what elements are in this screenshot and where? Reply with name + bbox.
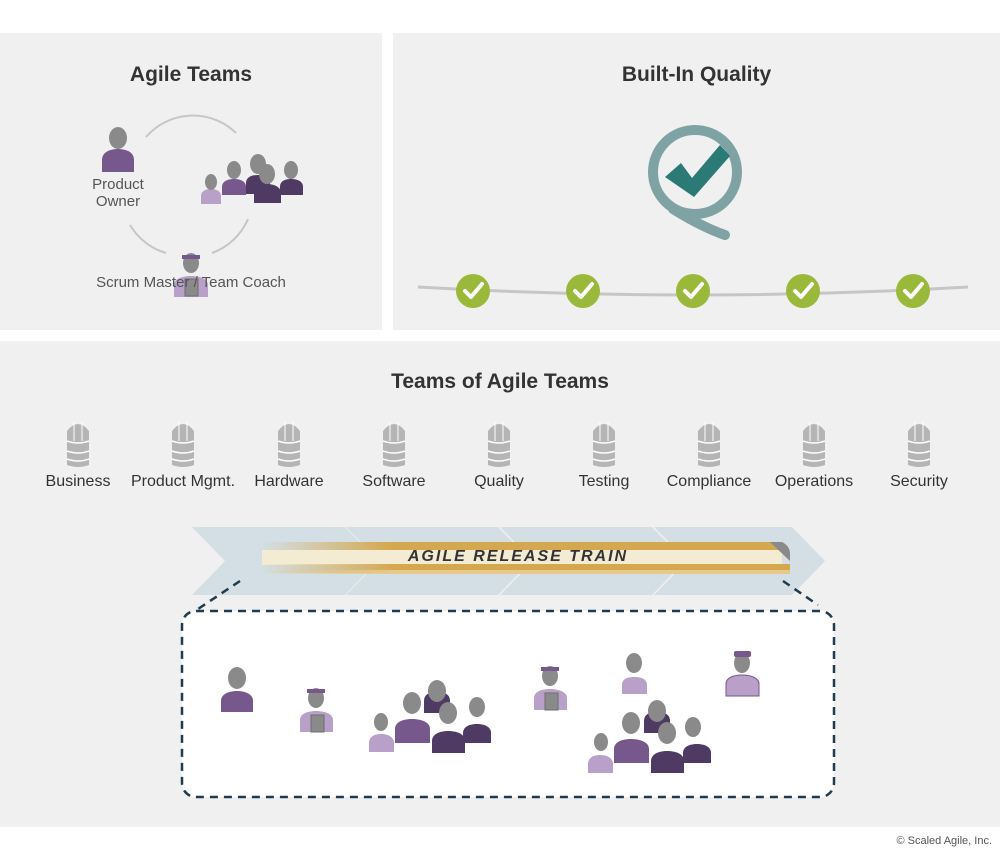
scrum-master-label: Scrum Master / Team Coach bbox=[96, 274, 286, 291]
domain-silo: Compliance bbox=[649, 419, 769, 491]
release-train-diagram: AGILE RELEASE TRAIN bbox=[180, 527, 836, 799]
product-owner-label: Product Owner bbox=[92, 176, 144, 210]
agile-team-icon bbox=[201, 154, 303, 204]
domain-label: Software bbox=[362, 473, 426, 490]
silo-icon bbox=[802, 422, 826, 467]
silo-icon bbox=[592, 422, 616, 467]
train-connector-right bbox=[782, 579, 819, 607]
quality-checkpoint-icon bbox=[786, 274, 820, 308]
domain-silo: Software bbox=[334, 419, 454, 491]
silo-icon bbox=[382, 422, 406, 467]
silo-icon bbox=[487, 422, 511, 467]
train-scrum-master-icon-2 bbox=[534, 666, 567, 711]
teams-of-agile-teams-panel: Teams of Agile Teams Business Product Mgm… bbox=[0, 341, 1000, 827]
domain-label: Compliance bbox=[666, 473, 752, 490]
team-of-teams-container bbox=[180, 609, 836, 799]
domain-label: Hardware bbox=[254, 473, 324, 490]
cycle-arc-bottom-right bbox=[211, 218, 249, 254]
teams-of-agile-teams-title: Teams of Agile Teams bbox=[391, 370, 609, 393]
copyright-notice: © Scaled Agile, Inc. bbox=[896, 835, 992, 847]
agile-teams-panel: Agile Teams bbox=[0, 33, 382, 330]
release-train-bar bbox=[262, 542, 790, 574]
domain-label: Operations bbox=[774, 473, 854, 490]
train-scrum-master-icon-1 bbox=[300, 688, 333, 733]
quality-diagram bbox=[417, 125, 969, 308]
domain-silo: Hardware bbox=[229, 419, 349, 491]
scrum-master-icon bbox=[174, 253, 208, 297]
domain-label: Testing bbox=[578, 473, 630, 490]
quality-checkpoint-icon bbox=[676, 274, 710, 308]
domain-silo: Security bbox=[859, 419, 979, 491]
quality-checkpoint-icon bbox=[456, 274, 490, 308]
train-team-icon-1 bbox=[369, 680, 491, 753]
built-in-quality-title: Built-In Quality bbox=[621, 63, 772, 86]
release-train-label: AGILE RELEASE TRAIN bbox=[407, 548, 628, 565]
domain-silo: Product Mgmt. bbox=[123, 419, 243, 491]
domain-silo: Operations bbox=[754, 419, 874, 491]
agile-teams-diagram bbox=[102, 114, 303, 297]
agile-teams-title: Agile Teams bbox=[129, 63, 253, 86]
train-team-icon-2 bbox=[588, 700, 711, 773]
quality-q-icon bbox=[648, 125, 742, 240]
silo-icon bbox=[907, 422, 931, 467]
domain-label: Security bbox=[890, 473, 948, 490]
cycle-arc-bottom-left bbox=[129, 224, 167, 254]
quality-checkpoint-icon bbox=[896, 274, 930, 308]
train-rte-icon bbox=[725, 651, 760, 697]
quality-checkpoint-icon bbox=[566, 274, 600, 308]
silo-icon bbox=[171, 422, 195, 467]
silo-icon bbox=[66, 422, 90, 467]
silo-icon bbox=[277, 422, 301, 467]
domain-label: Quality bbox=[474, 473, 524, 490]
product-owner-icon bbox=[102, 127, 134, 172]
cycle-arc-top bbox=[145, 114, 237, 138]
silo-icon bbox=[697, 422, 721, 467]
built-in-quality-panel: Built-In Quality bbox=[393, 33, 1000, 330]
domain-silo: Testing bbox=[544, 419, 664, 491]
train-product-owner-icon bbox=[221, 667, 253, 712]
domain-label: Business bbox=[45, 473, 111, 490]
train-connector-left bbox=[197, 579, 241, 611]
domain-silo: Business bbox=[18, 419, 138, 491]
domain-silo: Quality bbox=[439, 419, 559, 491]
train-team-member-icon bbox=[622, 653, 647, 694]
domain-label: Product Mgmt. bbox=[130, 473, 236, 490]
